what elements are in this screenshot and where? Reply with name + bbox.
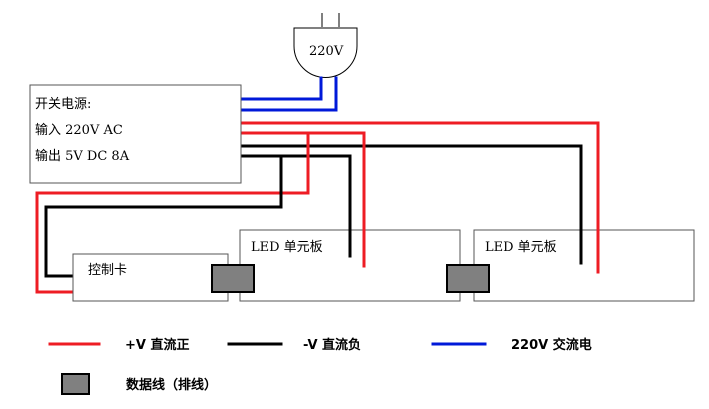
data-connector-1 [211, 264, 255, 293]
power-supply-output: 输出 5V DC 8A [35, 148, 130, 164]
pos-wire-left-panel [239, 131, 366, 268]
ac-wire-1 [239, 76, 323, 101]
led-panel-left-label: LED 单元板 [251, 240, 323, 255]
controller-label: 控制卡 [88, 263, 127, 278]
neg-wire-right-panel [239, 144, 583, 265]
neg-wire-left-panel [239, 154, 352, 258]
pos-wire-right-panel [239, 121, 600, 274]
legend-neg-label: -V 直流负 [303, 337, 361, 353]
plug-body [293, 27, 358, 78]
led-panel-right [473, 229, 695, 302]
plug-label: 220V [309, 44, 344, 59]
legend-data-label: 数据线（排线） [126, 377, 217, 393]
legend-data-swatch [61, 373, 90, 395]
data-connector-2 [446, 264, 490, 293]
ac-wire-2 [239, 76, 338, 112]
controller-box [72, 253, 229, 302]
power-supply-title: 开关电源: [35, 97, 91, 112]
legend-pos-label: +V 直流正 [125, 337, 189, 353]
power-supply-box [29, 84, 242, 184]
led-panel-right-label: LED 单元板 [485, 240, 557, 255]
legend-ac-label: 220V 交流电 [511, 337, 592, 353]
pos-wire-controller [35, 131, 310, 294]
power-supply-input: 输入 220V AC [35, 122, 123, 138]
neg-wire-controller [44, 154, 283, 278]
